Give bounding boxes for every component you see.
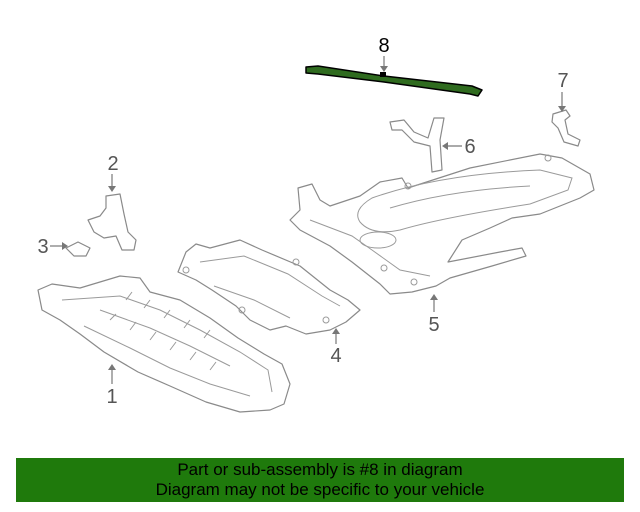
part-6-bracket — [389, 117, 445, 173]
callout-1[interactable]: 1 — [106, 386, 117, 408]
callout-3[interactable]: 3 — [37, 236, 48, 258]
part-3-clip — [65, 241, 91, 257]
part-1-shield — [37, 275, 291, 413]
part-4-shield — [177, 239, 361, 335]
info-banner: Part or sub-assembly is #8 in diagram Di… — [16, 458, 624, 502]
part-8-bar[interactable] — [305, 65, 483, 97]
callout-2[interactable]: 2 — [107, 153, 118, 175]
info-banner-line-1: Part or sub-assembly is #8 in diagram — [177, 460, 463, 479]
part-5-shield — [289, 153, 595, 295]
callout-5[interactable]: 5 — [428, 314, 439, 336]
part-7-bracket — [551, 109, 581, 147]
leader-lines — [50, 56, 566, 384]
callout-4[interactable]: 4 — [330, 345, 341, 367]
callout-6[interactable]: 6 — [464, 136, 475, 158]
callout-7[interactable]: 7 — [557, 70, 568, 92]
part-2-bracket — [87, 193, 137, 251]
info-banner-line-2: Diagram may not be specific to your vehi… — [155, 480, 485, 499]
callout-8[interactable]: 8 — [378, 35, 389, 57]
